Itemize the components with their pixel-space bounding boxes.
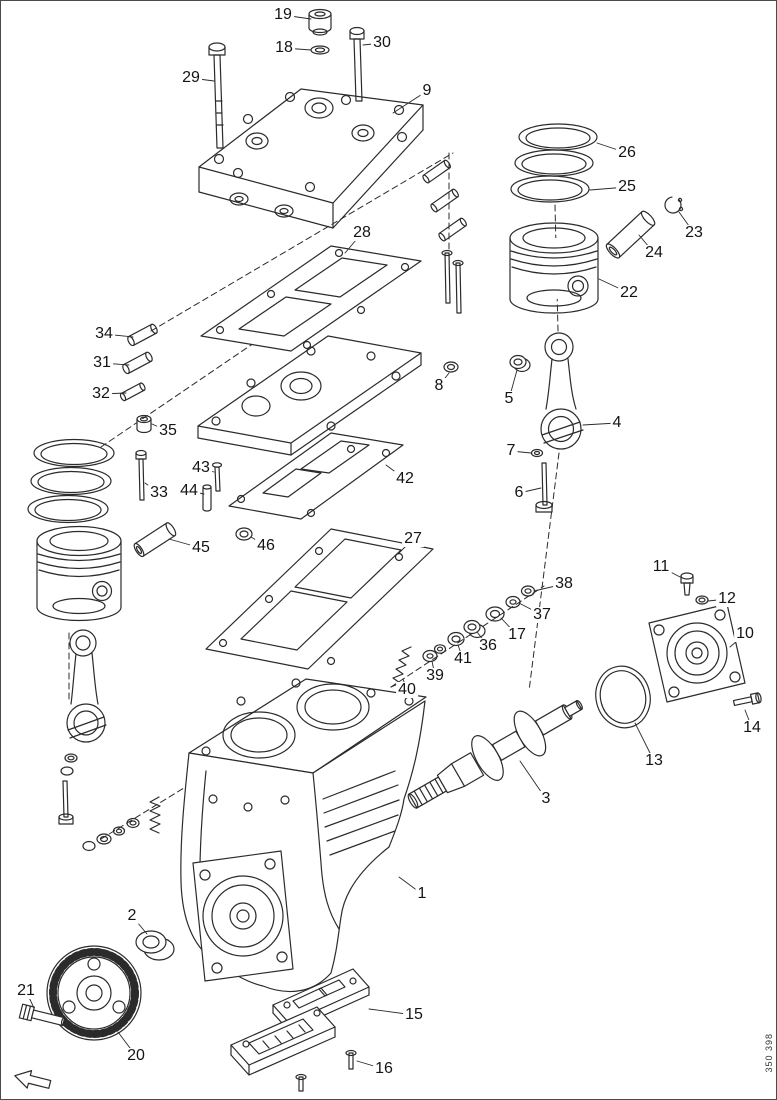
leader-line-46 [251, 537, 266, 546]
circlip-23 [662, 194, 685, 217]
leader-line-19 [283, 15, 311, 19]
leader-line-40 [403, 679, 407, 690]
bolt-33 [136, 451, 146, 501]
leader-line-17 [501, 618, 517, 635]
leader-line-29 [191, 78, 214, 81]
head-gasket-28 [201, 246, 421, 351]
bolt-30 [350, 28, 364, 102]
bearing-2 [136, 931, 174, 960]
screw-16b [296, 1075, 306, 1092]
valve-pins [422, 159, 468, 313]
leader-line-36 [477, 632, 488, 646]
screw-14 [733, 692, 762, 707]
unloader-valve-parts [391, 586, 535, 687]
cover-plate-10 [649, 604, 745, 702]
leader-line-4 [583, 423, 617, 425]
cylinder-head [199, 89, 423, 228]
bolt-6 [536, 463, 552, 512]
seal-washer-8 [444, 362, 458, 372]
clip-31 [121, 351, 153, 374]
leader-line-25 [590, 187, 627, 190]
leader-line-33 [145, 483, 159, 493]
leader-line-1 [399, 877, 422, 894]
leader-line-34 [104, 334, 133, 337]
washer-46 [236, 528, 252, 540]
leader-line-18 [284, 48, 311, 50]
o-ring-13 [589, 660, 656, 733]
piston-rings-right [511, 124, 597, 202]
bushing-35 [137, 416, 151, 433]
piston-22 [510, 223, 598, 313]
leader-line-26 [597, 143, 627, 153]
clip-32 [119, 382, 146, 401]
leader-line-24 [639, 235, 654, 253]
leader-line-30 [363, 43, 382, 45]
screw-43 [213, 463, 222, 491]
washer-12 [696, 596, 708, 604]
spring-40 [391, 647, 411, 687]
direction-arrow-icon [13, 1067, 52, 1093]
leader-line-15 [369, 1009, 414, 1015]
screw-16a [346, 1051, 356, 1070]
connecting-rod-4 [541, 333, 583, 449]
leader-line-42 [386, 465, 405, 479]
leader-line-43 [201, 468, 214, 472]
bolt-21 [19, 1004, 67, 1029]
seal-ring-18 [311, 46, 329, 54]
pin-44 [203, 485, 211, 511]
crankshaft-3 [398, 682, 594, 824]
leader-line-39 [432, 661, 435, 676]
leader-line-12 [708, 599, 727, 601]
leader-line-23 [679, 212, 694, 233]
piston-rings-left [28, 440, 114, 523]
document-number: 350 398 [764, 1033, 774, 1073]
crankcase-1 [181, 679, 426, 992]
leader-line-20 [118, 1032, 136, 1056]
clip-34 [126, 323, 158, 346]
leader-line-37 [519, 603, 542, 615]
connecting-rod-left [59, 630, 106, 824]
gasket-27 [206, 529, 433, 669]
valve-plate-lower-15 [231, 1007, 335, 1075]
leader-line-14 [745, 710, 752, 728]
washer-7 [532, 450, 543, 457]
leader-line-16 [357, 1061, 384, 1069]
leader-line-22 [599, 279, 629, 293]
leader-line-6 [519, 488, 541, 493]
leader-line-2 [132, 916, 147, 934]
leader-line-7 [511, 451, 531, 453]
leader-line-5 [509, 370, 517, 399]
valve-plate [198, 336, 421, 455]
leader-line-13 [635, 723, 654, 761]
leader-line-45 [169, 539, 201, 548]
leader-line-3 [520, 761, 546, 799]
leader-line-44 [189, 491, 204, 494]
gear-20 [47, 946, 141, 1040]
leader-line-35 [152, 424, 168, 431]
leader-line-38 [534, 584, 564, 591]
bushing-5 [510, 356, 530, 372]
leader-line-11 [661, 567, 680, 577]
filler-plug-19 [309, 10, 331, 36]
piston-pin-24 [604, 209, 657, 260]
bolt-29 [209, 43, 225, 148]
gasket-42 [229, 433, 403, 519]
leader-line-8 [439, 373, 449, 386]
piston-left [37, 527, 121, 621]
leader-line-41 [458, 645, 463, 659]
left-valve-parts [83, 797, 160, 851]
screw-11 [681, 573, 693, 595]
